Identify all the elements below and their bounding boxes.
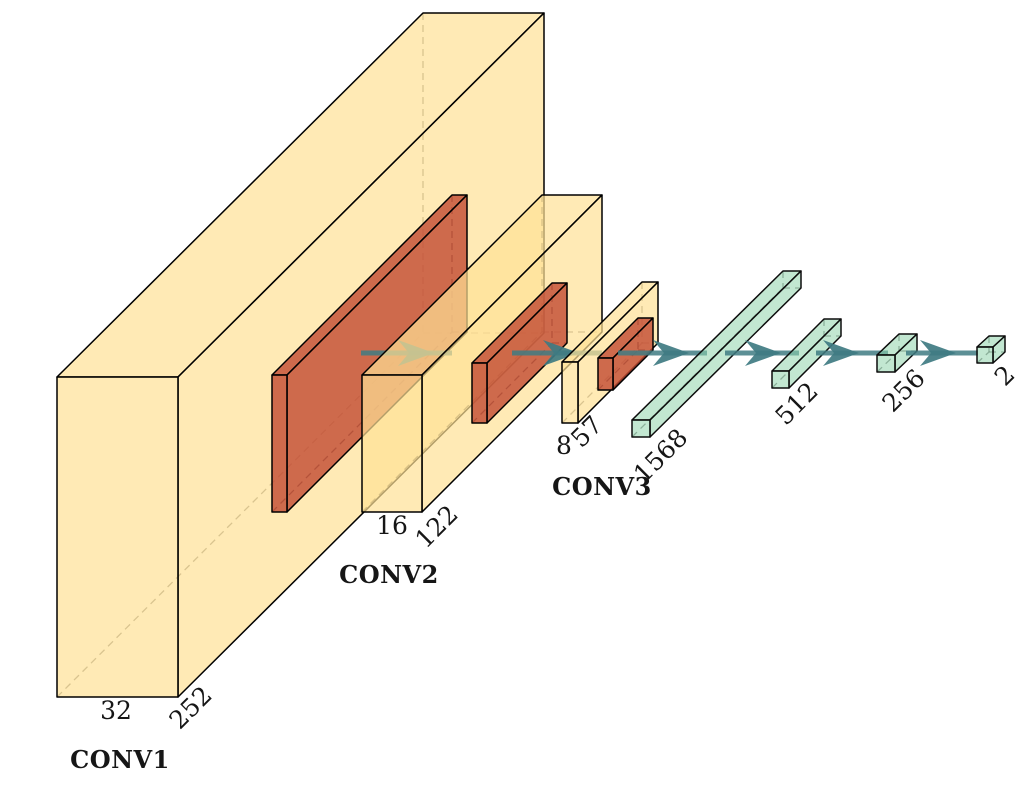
arrow-fc1-to-fc2-head: [745, 340, 781, 366]
conv1-title: CONV1: [70, 745, 170, 774]
conv3-title: CONV3: [552, 472, 652, 501]
fc1-layer-box-front-face: [631, 419, 651, 438]
pool3-layer-box-front-face: [597, 357, 614, 391]
conv3-layer-box-front-face: [561, 361, 579, 424]
conv3-width-label: 8: [556, 431, 572, 460]
arrow-conv2-to-conv3-head: [543, 340, 579, 366]
arrow-fc2-to-fc3-head: [823, 340, 859, 366]
arrow-fc3-to-output-head: [920, 340, 956, 366]
arrow-conv3-to-fc1: [618, 340, 707, 366]
arrow-conv3-to-fc1-head: [653, 340, 689, 366]
fc2-layer-box-front-face: [771, 370, 790, 389]
conv2-width-label: 16: [376, 511, 408, 540]
fc2-layer-box: [771, 318, 842, 389]
arrow-fc3-to-output: [906, 340, 978, 366]
arrow-fc1-to-fc2: [725, 340, 799, 366]
conv1-width-label: 32: [100, 696, 132, 725]
arrow-fc2-to-fc3: [816, 340, 888, 366]
conv1-layer-box-front-face: [56, 376, 179, 698]
diagram-body: [56, 12, 1006, 698]
conv2-layer-box-front-face: [361, 374, 423, 513]
conv2-title: CONV2: [339, 560, 439, 589]
fc3-layer-box-front-face: [876, 354, 896, 373]
pool2-layer-box-front-face: [471, 362, 488, 424]
output-size-label: 2: [989, 360, 1021, 392]
output-layer-box: [976, 335, 1006, 364]
output-layer-box-front-face: [976, 346, 994, 364]
pool1-layer-box-front-face: [271, 374, 288, 513]
